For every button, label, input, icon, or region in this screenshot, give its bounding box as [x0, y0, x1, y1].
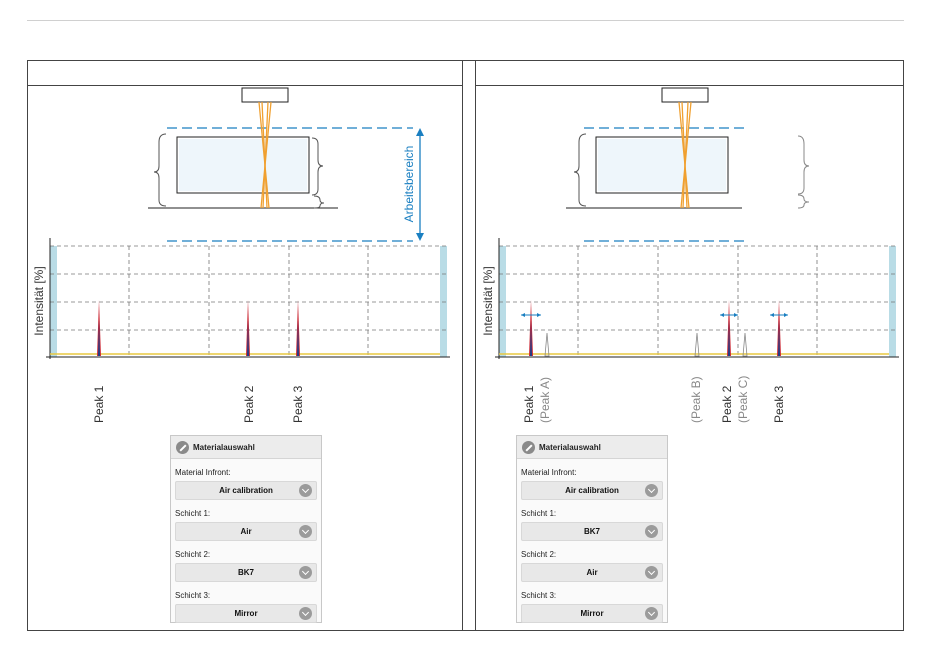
- glass-fill: [179, 139, 307, 191]
- peak-1-mark: [97, 300, 101, 356]
- right-brace-1: [797, 135, 810, 195]
- edge-band-right: [440, 246, 447, 357]
- range-arrow-head-top: [416, 128, 424, 136]
- chevron-down-icon[interactable]: [645, 607, 658, 620]
- edit-icon[interactable]: [522, 440, 535, 454]
- material-infront-label: Material Infront:: [521, 468, 577, 477]
- peak-1-mark: [521, 300, 541, 356]
- chevron-down-icon[interactable]: [645, 525, 658, 538]
- top-rule: [27, 20, 904, 21]
- right-brace-2: [797, 194, 810, 209]
- right-spectrum-chart: Intensität [%]: [481, 238, 899, 359]
- peak-1-label: Peak 1: [522, 385, 536, 423]
- right-diagram: Intensität [%]: [481, 87, 899, 359]
- layer-3-label: Schicht 3:: [521, 591, 557, 600]
- y-axis-label: Intensität [%]: [481, 266, 495, 335]
- material-panel-title: Materialauswahl: [193, 442, 255, 452]
- layer-3-select[interactable]: Mirror: [175, 604, 317, 623]
- left-diagram: Arbeitsbereich: [32, 87, 450, 359]
- material-infront-select[interactable]: Air calibration: [175, 481, 317, 500]
- grid: [50, 245, 447, 357]
- material-selection-panel-right: Materialauswahl Material Infront: Air ca…: [516, 435, 668, 623]
- select-value: Air: [586, 568, 598, 577]
- range-label: Arbeitsbereich: [402, 146, 416, 223]
- light-beam: [258, 101, 272, 209]
- layer-1-label: Schicht 1:: [175, 509, 211, 518]
- layer-3-label: Schicht 3:: [175, 591, 211, 600]
- sensor-head: [661, 87, 709, 103]
- chevron-down-icon[interactable]: [299, 607, 312, 620]
- range-arrow-head-bottom: [416, 233, 424, 241]
- right-brace-2: [313, 195, 325, 209]
- layer-1-select[interactable]: Air: [175, 522, 317, 541]
- figure-frame: Arbeitsbereich: [27, 60, 904, 631]
- left-brace: [573, 133, 587, 207]
- left-panel-header: [28, 61, 462, 86]
- material-infront-select[interactable]: Air calibration: [521, 481, 663, 500]
- layer-2-label: Schicht 2:: [521, 550, 557, 559]
- peak-2-label: Peak 2: [720, 385, 734, 423]
- grid: [499, 245, 896, 357]
- sensor-head: [241, 87, 289, 103]
- peak-b-mark: [694, 332, 700, 357]
- peak-2-label: Peak 2: [242, 385, 256, 423]
- edge-band-right: [889, 246, 896, 357]
- material-panel-title: Materialauswahl: [539, 442, 601, 452]
- left-panel: Arbeitsbereich: [28, 61, 463, 630]
- peak-c-label: (Peak C): [736, 375, 750, 423]
- select-value: BK7: [583, 527, 600, 536]
- peak-2-mark: [246, 300, 250, 356]
- peak-b-label: (Peak B): [689, 376, 703, 423]
- chevron-down-icon[interactable]: [645, 484, 658, 497]
- peak-3-label: Peak 3: [291, 385, 305, 423]
- left-brace: [153, 133, 167, 207]
- right-brace-1: [311, 137, 324, 196]
- layer-3-select[interactable]: Mirror: [521, 604, 663, 623]
- light-beam: [678, 101, 692, 209]
- chevron-down-icon[interactable]: [299, 484, 312, 497]
- peak-a-mark: [544, 332, 550, 357]
- glass-fill: [598, 139, 726, 191]
- layer-2-label: Schicht 2:: [175, 550, 211, 559]
- right-panel: Intensität [%]: [475, 61, 904, 630]
- y-axis-label: Intensität [%]: [32, 266, 46, 335]
- peak-3-mark: [770, 300, 788, 356]
- material-infront-label: Material Infront:: [175, 468, 231, 477]
- select-value: BK7: [237, 568, 254, 577]
- chevron-down-icon[interactable]: [645, 566, 658, 579]
- peak-a-label: (Peak A): [538, 376, 552, 423]
- layer-2-select[interactable]: BK7: [175, 563, 317, 582]
- layer-1-label: Schicht 1:: [521, 509, 557, 518]
- select-value: Air calibration: [565, 486, 619, 495]
- edit-icon[interactable]: [176, 440, 189, 454]
- peak-1-label: Peak 1: [92, 385, 106, 423]
- select-value: Mirror: [580, 609, 604, 618]
- material-selection-panel-left: Materialauswahl Material Infront: Air ca…: [170, 435, 322, 623]
- left-spectrum-chart: Intensität [%]: [32, 238, 450, 359]
- select-value: Air: [240, 527, 252, 536]
- layer-2-select[interactable]: Air: [521, 563, 663, 582]
- peak-3-mark: [296, 300, 300, 356]
- layer-1-select[interactable]: BK7: [521, 522, 663, 541]
- select-value: Air calibration: [219, 486, 273, 495]
- right-panel-header: [476, 61, 904, 86]
- chevron-down-icon[interactable]: [299, 525, 312, 538]
- material-panel-header: Materialauswahl: [171, 436, 321, 459]
- peak-2-mark: [720, 300, 738, 356]
- material-panel-header: Materialauswahl: [517, 436, 667, 459]
- edge-band-left: [50, 246, 57, 357]
- peak-3-label: Peak 3: [772, 385, 786, 423]
- chevron-down-icon[interactable]: [299, 566, 312, 579]
- edge-band-left: [499, 246, 506, 357]
- peak-c-mark: [742, 332, 748, 357]
- select-value: Mirror: [234, 609, 258, 618]
